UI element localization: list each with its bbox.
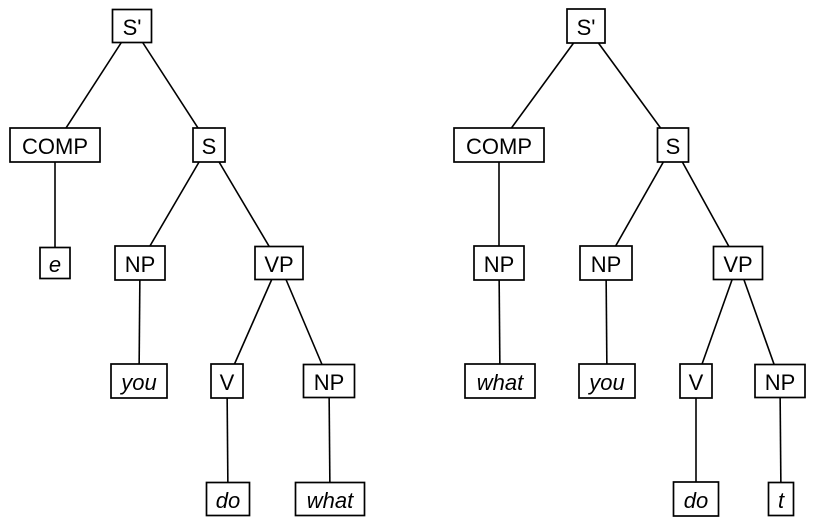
tree-edge-vp-v: [226, 262, 280, 382]
tree-edge-s-vp: [672, 144, 739, 264]
node-label: V: [689, 370, 704, 395]
tree-edge-np2-what: [328, 380, 331, 500]
tree-edge-s-vp: [208, 144, 280, 264]
node-box: [114, 245, 166, 281]
node-label: S': [577, 15, 596, 40]
node-label: NP: [314, 370, 345, 395]
node-label: COMP: [22, 134, 88, 159]
tree-node-right-vp: VP: [712, 245, 764, 281]
node-box: [453, 127, 545, 163]
node-box: [473, 245, 525, 281]
node-label: S: [666, 134, 681, 159]
tree-node-left-e: e: [39, 246, 71, 280]
tree-node-right-t: t: [767, 481, 795, 517]
node-label: NP: [484, 252, 515, 277]
node-label: you: [119, 370, 156, 395]
node-box: [205, 481, 251, 517]
node-box: [254, 245, 304, 281]
node-box: [110, 363, 168, 399]
tree-node-left-np2: NP: [302, 363, 356, 399]
tree-right: S' COMP S NP NP VP what you V NP do t: [453, 8, 806, 517]
tree-edge-vp-np2: [278, 262, 330, 382]
tree-edge-sp-s: [585, 25, 674, 146]
node-box: [754, 363, 806, 399]
node-label: what: [477, 370, 524, 395]
tree-edge-vp-npo: [737, 262, 781, 382]
node-box: [767, 481, 795, 517]
tree-node-right-comp: COMP: [453, 127, 545, 163]
tree-edge-s-np1: [139, 144, 210, 264]
tree-node-right-npc: NP: [473, 245, 525, 281]
node-label: what: [307, 488, 354, 513]
node-label: VP: [723, 252, 752, 277]
tree-edge-v-do: [226, 380, 229, 500]
tree-edge-npo-t: [779, 380, 782, 500]
node-box: [210, 363, 244, 399]
tree-edge-vp-v: [695, 262, 739, 382]
node-box: [578, 363, 636, 399]
node-label: COMP: [466, 134, 532, 159]
node-label: S': [123, 15, 142, 40]
node-box: [672, 481, 720, 517]
node-box: [9, 127, 101, 163]
node-label: NP: [765, 370, 796, 395]
tree-node-left-you: you: [110, 363, 168, 399]
tree-node-left-vp: VP: [254, 245, 304, 281]
tree-node-left-np1: NP: [114, 245, 166, 281]
tree-node-right-you: you: [578, 363, 636, 399]
node-label: V: [220, 370, 235, 395]
tree-node-right-do: do: [672, 481, 720, 517]
tree-node-right-s: S: [656, 127, 690, 163]
tree-node-right-nps: NP: [579, 245, 633, 281]
node-box: [39, 246, 71, 280]
tree-node-left-do: do: [205, 481, 251, 517]
tree-edge-sp-comp: [54, 25, 133, 146]
tree-edge-np1-you: [138, 262, 141, 382]
tree-edge-npc-what: [498, 262, 501, 382]
node-box: [712, 245, 764, 281]
node-box: [566, 8, 606, 44]
node-box: [656, 127, 690, 163]
tree-node-left-v: V: [210, 363, 244, 399]
node-label: NP: [125, 252, 156, 277]
node-label: do: [684, 488, 708, 513]
tree-node-left-sp: S': [111, 8, 153, 44]
node-box: [679, 363, 713, 399]
node-label: t: [778, 488, 785, 513]
node-label: VP: [264, 252, 293, 277]
node-box: [464, 363, 536, 399]
node-label: e: [49, 252, 61, 277]
tree-node-right-npo: NP: [754, 363, 806, 399]
tree-edge-sp-s: [131, 25, 210, 146]
node-label: NP: [591, 252, 622, 277]
node-label: you: [587, 370, 624, 395]
tree-node-left-comp: COMP: [9, 127, 101, 163]
node-box: [579, 245, 633, 281]
node-label: do: [216, 488, 240, 513]
tree-node-right-what: what: [464, 363, 536, 399]
tree-edge-nps-you: [605, 262, 608, 382]
tree-edge-s-nps: [605, 144, 674, 264]
node-box: [294, 481, 366, 517]
tree-edge-sp-comp: [498, 25, 587, 146]
node-box: [192, 127, 226, 163]
node-box: [302, 363, 356, 399]
tree-node-left-s: S: [192, 127, 226, 163]
tree-node-left-what: what: [294, 481, 366, 517]
node-box: [111, 8, 153, 44]
tree-node-right-sp: S': [566, 8, 606, 44]
node-label: S: [202, 134, 217, 159]
tree-node-right-v: V: [679, 363, 713, 399]
